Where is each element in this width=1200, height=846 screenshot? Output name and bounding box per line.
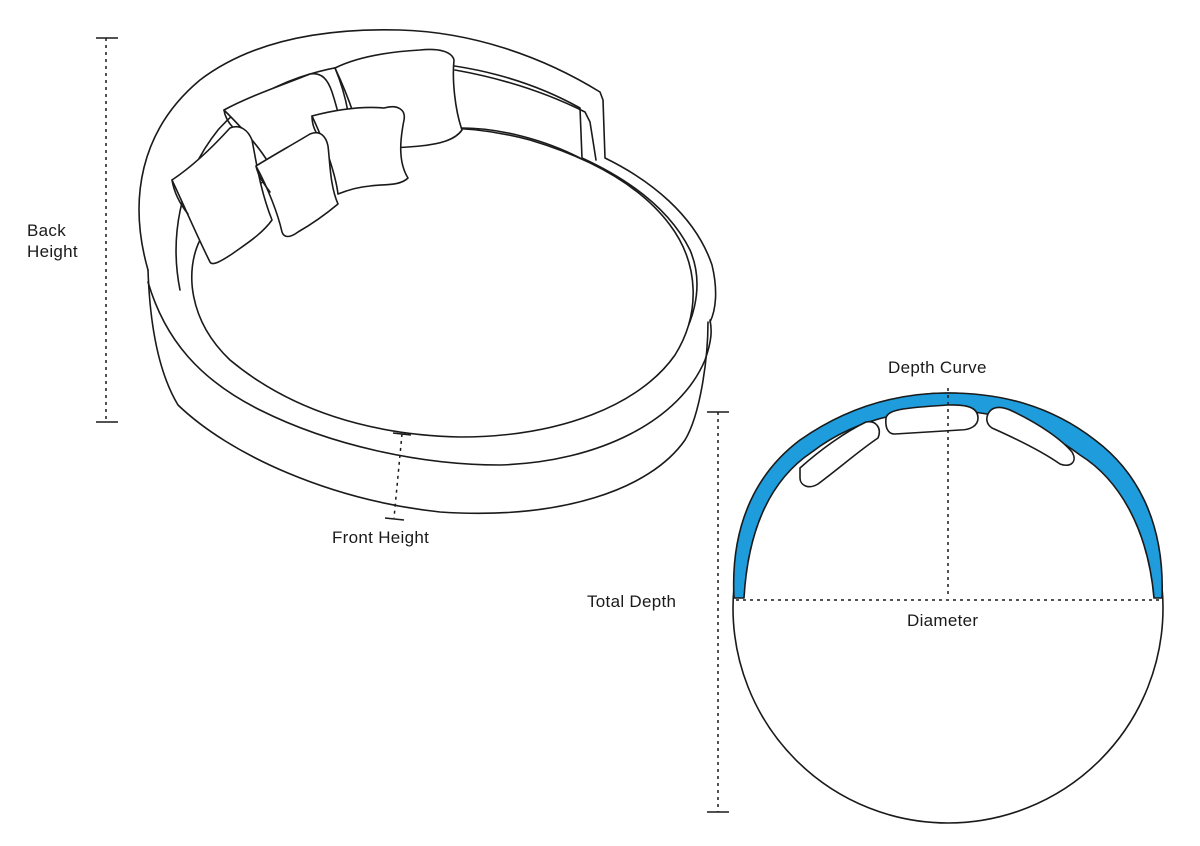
top-pillow-left — [799, 420, 881, 488]
daybed-top-view — [707, 388, 1164, 824]
pillow-1-side — [171, 179, 189, 215]
pillow-1 — [171, 125, 273, 265]
pillow-2 — [255, 131, 339, 238]
front-height-label: Front Height — [332, 528, 430, 547]
front-height-tick-bottom — [384, 517, 405, 521]
daybed-back-ledge — [454, 69, 597, 161]
daybed-perspective-drawing — [96, 29, 717, 521]
depth-curve-label: Depth Curve — [888, 358, 987, 377]
back-height-label-line-1: Back — [27, 221, 66, 240]
pillow-5-side — [334, 67, 349, 113]
pillow-4 — [311, 105, 409, 195]
top-pillow-center — [885, 404, 979, 435]
daybed-back-shell-outer — [138, 29, 717, 323]
back-height-label-line-2: Height — [27, 242, 78, 261]
daybed-base — [147, 269, 709, 515]
diameter-label: Diameter — [907, 611, 979, 630]
front-height-dimension — [393, 433, 403, 519]
top-pillow-right — [986, 406, 1075, 467]
pillow-2-side — [255, 165, 271, 193]
daybed-base-rim — [147, 281, 712, 466]
daybed-back-ledge-front — [461, 127, 581, 159]
back-height-label: Back Height — [27, 220, 78, 262]
daybed-back-shell-inner — [175, 61, 698, 361]
front-height-tick-top — [392, 432, 412, 436]
depth-curve-band — [732, 392, 1163, 599]
total-depth-label: Total Depth — [587, 592, 677, 611]
